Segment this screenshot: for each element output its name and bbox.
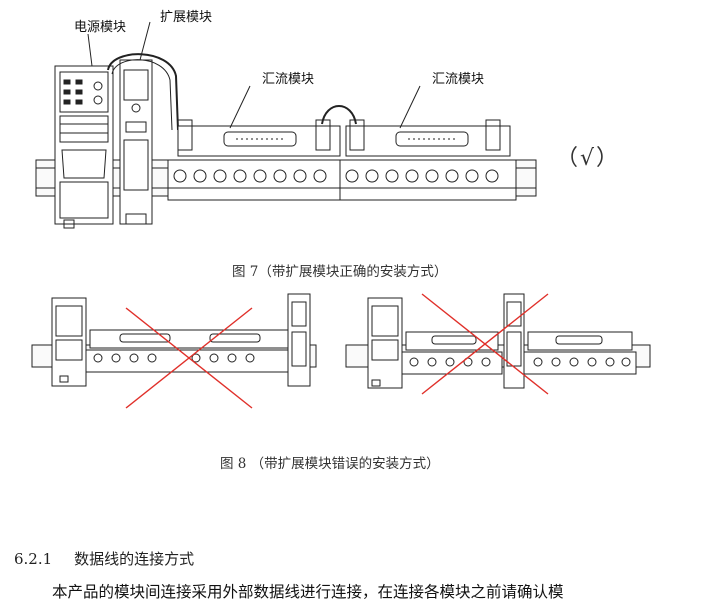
label-power-module: 电源模块 xyxy=(74,20,127,35)
label-combiner-module-1: 汇流模块 xyxy=(262,72,315,87)
check-mark-icon: （√） xyxy=(556,146,621,171)
label-combiner-module-2: 汇流模块 xyxy=(432,72,485,87)
paragraph-text: 本产品的模块间连接采用外部数据线进行连接，在连接各模块之前请确认模 xyxy=(52,583,564,601)
combiner-module-2-drawing xyxy=(339,119,517,201)
expansion-module-drawing xyxy=(119,59,153,225)
section-heading: 6.2.1 数据线的连接方式 xyxy=(14,548,194,569)
figure-8-caption: 图 8 （带扩展模块错误的安装方式） xyxy=(220,456,440,472)
figure-7-caption: 图 7（带扩展模块正确的安装方式） xyxy=(232,264,448,280)
section-number: 6.2.1 xyxy=(14,550,53,568)
label-expansion-module: 扩展模块 xyxy=(160,10,213,25)
combiner-module-1-drawing xyxy=(167,119,347,201)
power-module-drawing xyxy=(54,65,114,229)
section-title: 数据线的连接方式 xyxy=(74,550,195,568)
